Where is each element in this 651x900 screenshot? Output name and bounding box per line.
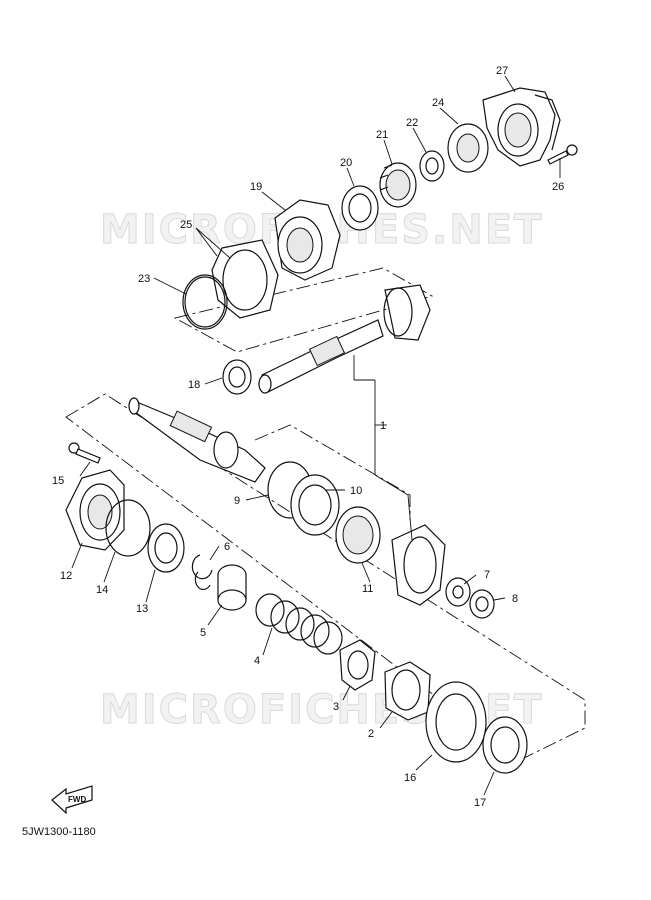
callout-20: 20 [340,157,352,169]
callout-5: 5 [200,627,206,639]
fwd-label: FWD [68,795,86,804]
callout-12: 12 [60,570,72,582]
callout-9: 9 [234,495,240,507]
part-11-collar [335,506,381,564]
part-2-gear [384,661,431,721]
callout-17: 17 [474,797,486,809]
part-6-circlips [191,554,213,591]
callout-2: 2 [368,728,374,740]
part-1-lower-shaft [128,397,266,483]
part-23-o-ring [182,274,228,330]
callout-7: 7 [484,569,490,581]
part-5-sleeve [217,564,247,611]
callout-16: 16 [404,772,416,784]
part-17-bearing [482,716,528,774]
callout-21: 21 [376,129,388,141]
callout-22: 22 [406,117,418,129]
callout-4: 4 [254,655,260,667]
callout-3: 3 [333,701,339,713]
callout-13: 13 [136,603,148,615]
callout-14: 14 [96,584,108,596]
part-8-nut [469,589,495,619]
part-27-housing [482,87,561,167]
part-3-dog-clutch [339,639,376,691]
callout-10: 10 [350,485,362,497]
part-18-bearing [222,359,252,395]
part-4-spring [255,593,343,655]
part-15-bolt [68,442,101,464]
callout-8: 8 [512,593,518,605]
callout-15: 15 [52,475,64,487]
callout-27: 27 [496,65,508,77]
part-12-housing [65,469,125,551]
callout-6: 6 [224,541,230,553]
part-26-bolt [547,144,578,165]
part-21-collar [379,162,417,208]
callout-1: 1 [380,420,386,432]
leader-lines [71,75,561,796]
part-7-washer [445,577,471,607]
part-1-upper-shaft [258,284,431,394]
part-14-o-ring [105,499,151,557]
callout-26: 26 [552,181,564,193]
part-20-bearing [341,185,379,231]
callout-labels: 27 26 24 22 21 20 19 25 23 18 1 15 9 10 … [52,65,564,809]
part-25-gasket [211,239,279,319]
callout-11: 11 [362,583,373,595]
part-10-bearing [290,474,340,536]
part-19-bearing-housing [274,199,341,281]
part-1-bevel-gear [391,524,446,606]
callout-18: 18 [188,379,200,391]
part-22-nut [419,150,445,182]
callout-19: 19 [250,181,262,193]
fwd-arrow-icon: FWD [51,785,93,815]
assembly-outline-inner [254,424,411,520]
part-13-bearing [147,523,185,573]
callout-24: 24 [432,97,444,109]
part-16-ring-gear [425,681,487,763]
callout-25: 25 [180,219,192,231]
part-24-seal [447,123,489,173]
callout-23: 23 [138,273,150,285]
assembly-outline-upper [173,267,434,353]
drawing-code: 5JW1300-1180 [22,826,96,838]
